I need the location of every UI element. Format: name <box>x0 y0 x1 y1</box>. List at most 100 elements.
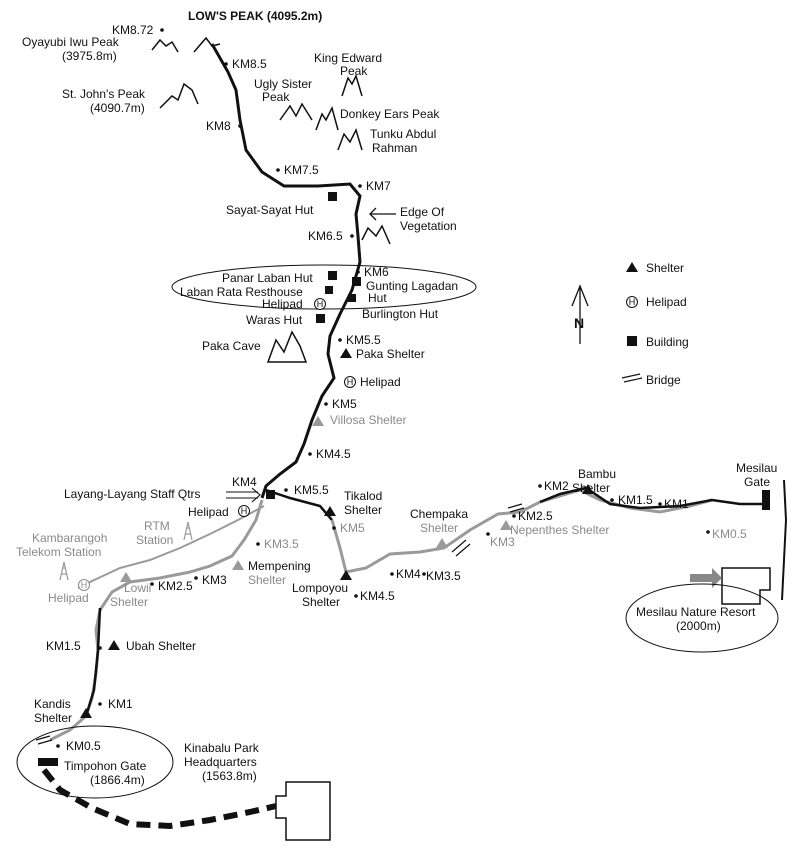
legend-building-label: Building <box>646 335 689 349</box>
km3-mesilau-label: KM3 <box>490 535 515 549</box>
km6-5-label: KM6.5 <box>308 229 343 243</box>
towers-group <box>59 521 193 581</box>
bambu-label-2: Shelter <box>572 481 610 495</box>
panar-laban-label: Panar Laban Hut <box>222 271 313 285</box>
helipad-west-icon <box>78 579 90 591</box>
km2-mesilau-label: KM2 <box>544 479 569 493</box>
north-label: N <box>574 315 584 331</box>
mesilau-arrow-icon <box>690 568 722 588</box>
waras-hut-label: Waras Hut <box>246 313 303 327</box>
kambarangoh-label-2: Telekom Station <box>16 545 101 559</box>
burlington-building-icon <box>348 294 356 302</box>
bridges-group <box>35 503 525 745</box>
laban-rata-label: Laban Rata Resthouse <box>180 285 303 299</box>
kandis-shelter-icon <box>80 708 92 718</box>
north-arrow-icon <box>571 284 589 344</box>
villosa-shelter-icon <box>312 416 324 426</box>
summit-trail-line <box>210 43 362 499</box>
mesilau-resort-label: Mesilau Nature Resort <box>636 605 756 619</box>
km2-5-timpohon-label: KM2.5 <box>158 579 193 593</box>
ugly-sister-label-2: Peak <box>262 90 290 104</box>
km7-5-label: KM7.5 <box>284 163 319 177</box>
km8-72-label: KM8.72 <box>112 23 154 37</box>
km0-5-mesilau-label: KM0.5 <box>712 527 747 541</box>
mesilau-upper-trail-line <box>539 486 762 510</box>
nepenthes-label: Nepenthes Shelter <box>510 523 609 537</box>
km1-5-timpohon-label: KM1.5 <box>46 639 81 653</box>
mesilau-gate-label-2: Gate <box>744 475 770 489</box>
bridge-timpohon-icon <box>35 735 53 745</box>
legend-building-icon <box>627 336 637 346</box>
km2-5-mesilau-label: KM2.5 <box>518 509 553 523</box>
sayat-hut-building-icon <box>328 192 337 201</box>
km5-mesilau-label: KM5 <box>340 521 365 535</box>
bridge-nepenthes-icon <box>507 503 525 513</box>
gunting-building-icon <box>352 277 361 286</box>
ugly-sister-label-1: Ugly Sister <box>254 77 312 91</box>
legend-helipad-symbol: H <box>629 297 636 307</box>
lowii-shelter-icon <box>120 572 132 582</box>
helipads-group: H H H H <box>78 298 356 591</box>
mesilau-gate-label-1: Mesilau <box>736 461 777 475</box>
kandis-label-2: Shelter <box>34 711 72 725</box>
mempening-label-2: Shelter <box>248 573 286 587</box>
mesilau-gate-icon <box>762 490 770 510</box>
rtm-label-1: RTM <box>144 519 170 533</box>
king-edward-label-2: Peak <box>340 64 368 78</box>
timpohon-gate-label: Timpohon Gate <box>64 759 147 773</box>
tunku-abdul-rahman-peak-icon <box>337 127 363 151</box>
helipad-laban-icon <box>314 298 326 310</box>
tikalod-label-1: Tikalod <box>344 489 382 503</box>
edge-vegetation-label-1: Edge Of <box>400 205 445 219</box>
km4-5-mesilau-label: KM4.5 <box>360 589 395 603</box>
park-headquarters-building <box>275 781 331 841</box>
shelters-group <box>80 348 594 718</box>
tikalod-shelter-icon <box>324 506 336 516</box>
st-johns-peak-label: St. John's Peak <box>62 87 146 101</box>
hq-label-2: Headquarters <box>184 755 257 769</box>
helipad-west-symbol: H <box>81 580 88 590</box>
km8-label: KM8 <box>206 119 231 133</box>
lompoyou-label-2: Shelter <box>302 595 340 609</box>
nepenthes-shelter-icon <box>500 520 512 530</box>
tunku-label-1: Tunku Abdul <box>370 127 436 141</box>
km3-5-mesilau-label: KM3.5 <box>426 569 461 583</box>
donkey-ears-peak-icon <box>315 105 339 131</box>
km4-mesilau-label: KM4 <box>396 567 421 581</box>
sayat-hut-label: Sayat-Sayat Hut <box>226 203 314 217</box>
hq-label-1: Kinabalu Park <box>184 741 260 755</box>
km4-5-label: KM4.5 <box>316 447 351 461</box>
panar-laban-building-icon <box>328 271 337 280</box>
tikalod-label-2: Shelter <box>344 503 382 517</box>
lompoyou-label-1: Lompoyou <box>292 581 348 595</box>
laban-rata-building-icon <box>325 286 333 294</box>
legend-bridge-label: Bridge <box>646 373 681 387</box>
ugly-sister-peak-icon <box>279 102 313 121</box>
helipad-mid-symbol: H <box>347 377 354 387</box>
km0-5-timpohon-label: KM0.5 <box>66 739 101 753</box>
king-edward-peak-icon <box>341 73 363 97</box>
timpohon-gate-icon <box>38 758 58 766</box>
chempaka-label-2: Shelter <box>420 521 458 535</box>
km-dots-group <box>56 28 710 748</box>
villosa-shelter-label: Villosa Shelter <box>330 413 407 427</box>
timpohon-gate-highlight <box>16 725 174 799</box>
donkey-ears-label: Donkey Ears Peak <box>340 107 440 121</box>
kambarangoh-label-1: Kambarangoh <box>32 531 107 545</box>
paka-cave-icon <box>266 330 308 363</box>
km8-5-label: KM8.5 <box>232 57 267 71</box>
ubah-shelter-label: Ubah Shelter <box>126 639 196 653</box>
layang-arrow-icon <box>226 487 261 503</box>
legend-bridge-icon <box>621 373 643 383</box>
mempening-label-1: Mempening <box>248 559 311 573</box>
mesilau-resort-highlight <box>625 583 779 653</box>
gunting-label-2: Hut <box>368 291 387 305</box>
st-johns-peak-icon <box>159 82 199 109</box>
chempaka-label-1: Chempaka <box>410 507 468 521</box>
helipad-laban-symbol: H <box>317 299 324 309</box>
kambarangoh-road-line <box>77 505 265 589</box>
kambarangoh-tower-icon <box>59 561 69 581</box>
helipad-layang-label: Helipad <box>188 505 229 519</box>
laban-rata-highlight <box>171 264 477 310</box>
